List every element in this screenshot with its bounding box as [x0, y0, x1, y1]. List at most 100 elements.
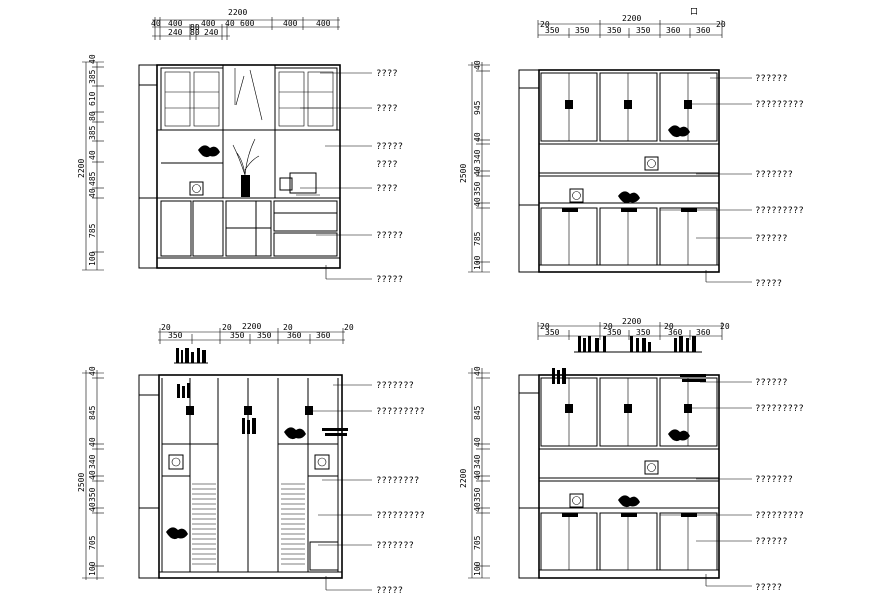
dim-top: 20	[540, 20, 550, 29]
dim-side: 80	[88, 111, 97, 121]
dim-top: 400	[316, 19, 331, 28]
annotation-label: ???????	[376, 381, 414, 391]
dim-top: 350	[636, 328, 651, 337]
dim-side: 945	[473, 100, 482, 115]
annotation-label: ?????????	[755, 100, 804, 110]
annotation-label: ?????????	[755, 404, 804, 414]
dim-top: 350	[545, 328, 560, 337]
dim-top: 600	[240, 19, 255, 28]
dim-top-sub: 240	[204, 28, 219, 37]
dim-side: 100	[473, 561, 482, 576]
dim-side: 100	[88, 561, 97, 576]
annotation-label: ?????	[755, 279, 782, 289]
dim-side: 40	[88, 366, 97, 376]
dim-top: 20	[720, 322, 730, 331]
dim-side: 40	[88, 54, 97, 64]
dim-total-height: 2200	[77, 159, 86, 178]
dim-top: 20	[603, 322, 613, 331]
dim-total-width: 2200	[622, 14, 641, 23]
dim-side: 40	[473, 197, 482, 207]
elevation-bottom-left: 2200 20 350 20 350 350 20 360 360 20 250…	[77, 322, 425, 596]
dim-top-sub: 80	[190, 28, 200, 37]
annotation-label: ???????	[376, 541, 414, 551]
dim-side: 340	[473, 454, 482, 469]
dim-side: 845	[88, 405, 97, 420]
dim-top: 400	[168, 19, 183, 28]
dim-top: 350	[545, 26, 560, 35]
dim-top: 20	[664, 322, 674, 331]
annotation-label: ?????????	[376, 511, 425, 521]
dim-side: 340	[88, 454, 97, 469]
annotation-label: ????	[376, 160, 398, 170]
dim-side: 845	[473, 405, 482, 420]
dim-top: 20	[283, 323, 293, 332]
dim-side: 40	[473, 470, 482, 480]
dim-top-sub: 80	[190, 23, 200, 32]
dim-top: 400	[201, 19, 216, 28]
dim-top: 360	[666, 26, 681, 35]
dim-side: 705	[473, 535, 482, 550]
annotation-label: ?????	[376, 275, 403, 285]
dim-top: 360	[316, 331, 331, 340]
annotation-label: ????????	[376, 476, 419, 486]
dim-top: 20	[540, 322, 550, 331]
dim-top: 350	[257, 331, 272, 340]
dim-side: 785	[473, 231, 482, 246]
dim-side: 100	[88, 251, 97, 266]
annotation-label: ?????????	[755, 511, 804, 521]
dim-side: 40	[473, 366, 482, 376]
dim-top: 20	[161, 323, 171, 332]
dim-side: 40	[473, 166, 482, 176]
annotation-label: ?????????	[376, 407, 425, 417]
dim-top: 40	[151, 19, 161, 28]
annotation-label: ???????	[755, 170, 793, 180]
dim-top: 20	[716, 20, 726, 29]
dim-total-width: 2200	[228, 8, 247, 17]
dim-top: 20	[344, 323, 354, 332]
dim-side: 385	[88, 69, 97, 84]
dim-side: 40	[473, 60, 482, 70]
annotation-label: ???????	[755, 475, 793, 485]
dim-side: 350	[473, 487, 482, 502]
annotation-label: ?????????	[755, 206, 804, 216]
dim-top: 350	[230, 331, 245, 340]
annotation-label: ????	[376, 184, 398, 194]
dim-top: 350	[168, 331, 183, 340]
dim-side: 705	[88, 535, 97, 550]
dim-total-width: 2200	[242, 322, 261, 331]
dim-top: 350	[636, 26, 651, 35]
dim-side: 40	[88, 150, 97, 160]
dim-top: 20	[222, 323, 232, 332]
dim-side: 40	[473, 437, 482, 447]
elevation-top-right: 2200 口 20 350 350 350 350 360 360 20 250…	[459, 7, 804, 289]
dim-side: 385	[88, 125, 97, 140]
dim-side: 40	[473, 132, 482, 142]
dim-top: 40	[225, 19, 235, 28]
dim-top: 350	[575, 26, 590, 35]
annotation-label: ??????	[755, 74, 788, 84]
corner-mark: 口	[690, 7, 698, 16]
dim-side: 40	[88, 502, 97, 512]
annotation-label: ??????	[755, 378, 788, 388]
dim-total-height: 2500	[459, 164, 468, 183]
elevation-bottom-right: 2200 20 350 20 350 350 20 360 360 20 220…	[459, 317, 804, 593]
annotation-label: ?????	[376, 142, 403, 152]
annotation-label: ????	[376, 69, 398, 79]
annotation-label: ?????	[376, 231, 403, 241]
dim-side: 340	[473, 149, 482, 164]
elevation-top-left: 2200 40 400 400 600 400 400 40 240 80 80…	[77, 8, 403, 285]
dim-side: 610	[88, 91, 97, 106]
annotation-label: ????	[376, 104, 398, 114]
dim-top: 400	[283, 19, 298, 28]
dim-side: 485	[88, 171, 97, 186]
dim-side: 785	[88, 223, 97, 238]
dim-top: 360	[696, 26, 711, 35]
dim-top: 360	[696, 328, 711, 337]
dim-side: 40	[88, 437, 97, 447]
dim-total-height: 2200	[459, 469, 468, 488]
dim-total-height: 2500	[77, 473, 86, 492]
dim-total-width: 2200	[622, 317, 641, 326]
dim-top: 360	[668, 328, 683, 337]
annotation-label: ??????	[755, 537, 788, 547]
dim-side: 40	[473, 502, 482, 512]
